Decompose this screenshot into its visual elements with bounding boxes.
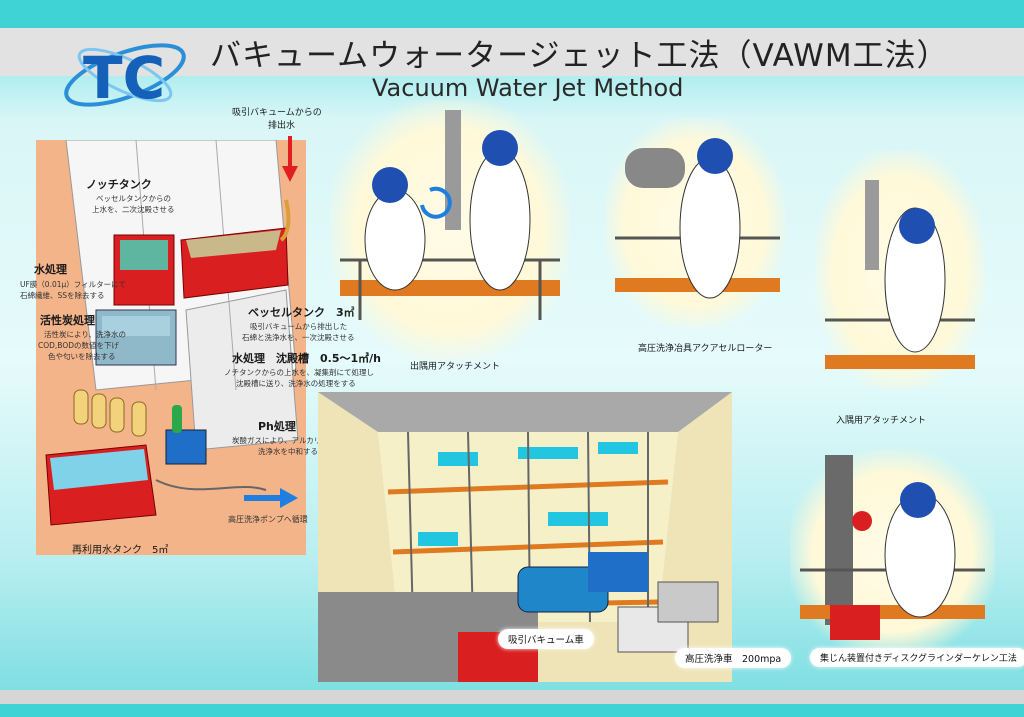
vessel-desc-2: 石綿と洗浄水を、一次沈殿させる — [242, 333, 355, 342]
corner-out-scene — [340, 110, 560, 320]
settling-desc-1: ノチタンクからの上水を、凝集剤にて処理し — [224, 368, 374, 377]
vessel-desc-1: 吸引バキュームから排出した — [250, 322, 348, 331]
pressure-truck-label: 高圧洗浄車 200mpa — [675, 648, 792, 668]
rotor-scene — [615, 138, 780, 299]
page-subtitle: Vacuum Water Jet Method — [372, 74, 684, 102]
carbon-title: 活性炭処理 — [40, 314, 95, 327]
top-band — [0, 0, 1024, 28]
rotor-label: 高圧洗浄冶具アクアセルローター — [638, 344, 773, 354]
grinder-scene — [800, 455, 985, 640]
carbon-desc-2: COD,BODの数値を下げ — [38, 341, 119, 350]
notch-tank-desc-2: 上水を、二次沈殿させる — [92, 205, 175, 214]
inflow-label: 吸引バキュームからの — [232, 108, 322, 118]
notch-tank-title: ノッチタンク — [86, 178, 152, 191]
vessel-title: ベッセルタンク 3㎥ — [248, 306, 355, 319]
pump-arrow-icon — [244, 488, 298, 508]
inflow-arrow-icon — [282, 136, 298, 182]
corner-in-label: 入隅用アタッチメント — [836, 416, 927, 426]
notch-tank-desc-1: ベッセルタンクからの — [96, 194, 171, 203]
carbon-desc-3: 色や匂いを除去する — [48, 352, 116, 361]
bottom-band-accent — [0, 704, 1024, 717]
tc-logo: TC — [64, 43, 186, 112]
reuse-tank-label: 再利用水タンク 5㎥ — [72, 545, 169, 556]
bottom-band — [0, 690, 1024, 704]
settling-desc-2: 沈殿槽に送り、洗浄水の処理をする — [236, 379, 356, 388]
treatment-illustration — [36, 140, 306, 555]
water-treatment-desc-2: 石綿繊維、SSを除去する — [20, 291, 105, 300]
pump-label: 高圧洗浄ポンプへ循環 — [228, 515, 308, 524]
vacuum-truck-label: 吸引バキューム車 — [498, 629, 594, 649]
carbon-desc-1: 活性炭により、洗浄水の — [44, 330, 127, 339]
title-bar — [0, 28, 1024, 76]
svg-text:TC: TC — [83, 44, 165, 112]
grinder-label: 集じん装置付きディスクグラインダーケレン工法 — [810, 648, 1024, 667]
ph-desc-2: 洗浄水を中和する — [258, 447, 318, 456]
water-treatment-title: 水処理 — [34, 263, 67, 276]
corner-out-label: 出隅用アタッチメント — [410, 362, 501, 372]
ph-desc-1: 炭酸ガスにより、アルカリ性の — [232, 436, 337, 445]
settling-title: 水処理 沈殿槽 0.5～1㎥/h — [232, 352, 381, 365]
corner-in-scene — [825, 180, 975, 369]
page-title: バキュームウォータージェット工法（VAWM工法） — [210, 38, 949, 74]
ph-title: Ph処理 — [258, 420, 296, 433]
treatment-diagram — [36, 140, 306, 555]
inflow-label-2: 排出水 — [268, 121, 296, 131]
water-treatment-desc-1: UF膜（0.01μ）フィルターにて — [20, 280, 127, 289]
